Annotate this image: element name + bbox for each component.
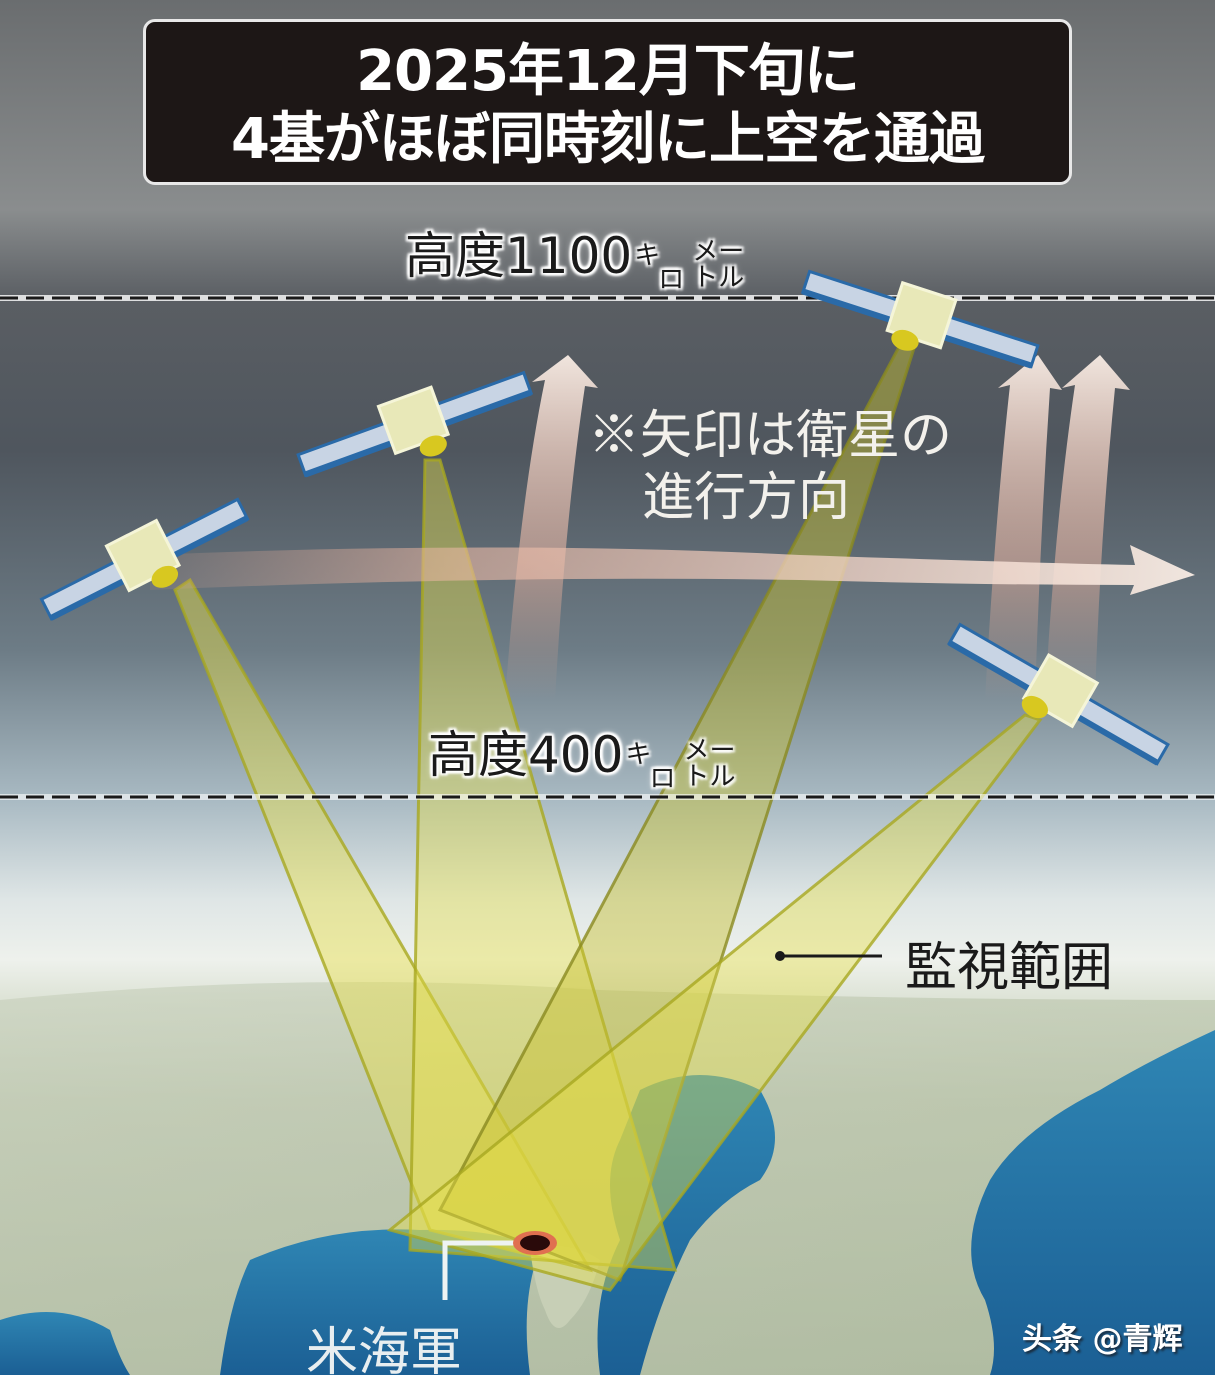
beam-satellite-4 bbox=[386, 713, 1043, 1292]
direction-arrow-right bbox=[150, 545, 1195, 595]
title-line-2: 4基がほぼ同時刻に上空を通過 bbox=[231, 107, 985, 172]
satellite-4-icon bbox=[947, 622, 1170, 766]
note-line-2: 進行方向 bbox=[642, 468, 851, 528]
beam-satellite-2 bbox=[408, 458, 678, 1272]
altitude-value: 高度400 bbox=[428, 726, 624, 784]
satellite-1-icon bbox=[39, 497, 250, 621]
direction-arrow-up-2 bbox=[985, 355, 1062, 700]
direction-arrow-up-3 bbox=[1045, 355, 1130, 700]
pacific-ocean bbox=[971, 1030, 1215, 1375]
watermark: 头条 @青辉 bbox=[1022, 1322, 1183, 1357]
legend-surveillance-range: 監視範囲 bbox=[905, 938, 1114, 998]
sagami-bay bbox=[220, 1229, 540, 1375]
altitude-unit: キロメートル bbox=[634, 237, 745, 295]
satellite-3-icon bbox=[800, 269, 1040, 369]
us-navy-base-label: 米海軍 bbox=[306, 1323, 463, 1383]
direction-arrow-up-1 bbox=[505, 355, 598, 700]
note-line-1: ※矢印は衛星の bbox=[588, 406, 953, 466]
satellite-2-icon bbox=[296, 370, 534, 478]
tokyo-bay bbox=[597, 1075, 775, 1375]
title-banner: 2025年12月下旬に 4基がほぼ同時刻に上空を通過 bbox=[143, 19, 1072, 185]
altitude-unit: キロメートル bbox=[625, 736, 736, 794]
altitude-value: 高度1100 bbox=[405, 227, 633, 285]
title-line-1: 2025年12月下旬に bbox=[356, 39, 860, 104]
direction-note: ※矢印は衛星の 進行方向 bbox=[588, 405, 952, 529]
base-callout-line bbox=[442, 1240, 535, 1300]
